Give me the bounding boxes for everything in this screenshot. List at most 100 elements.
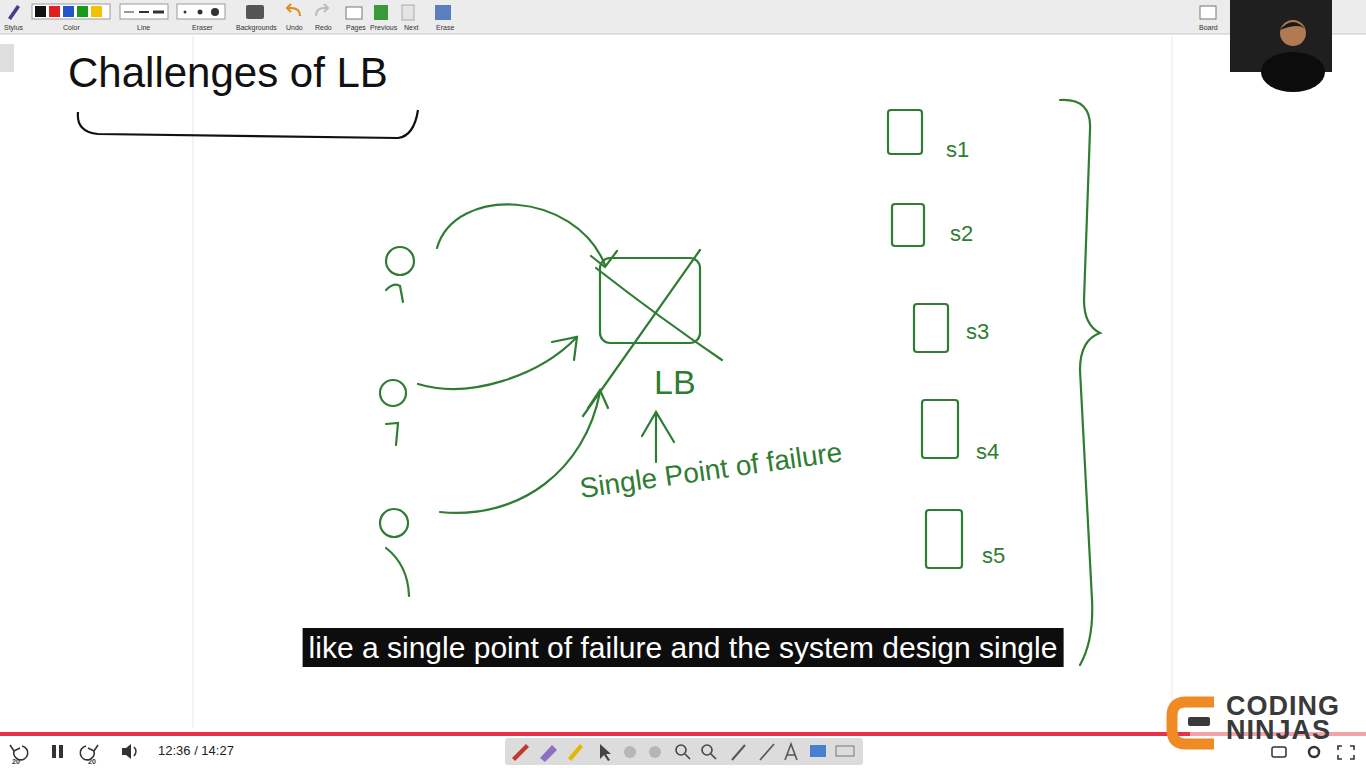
user-head bbox=[380, 509, 408, 537]
user-body bbox=[386, 423, 398, 445]
redo-icon bbox=[316, 4, 328, 16]
zoom-tool bbox=[676, 745, 686, 755]
zoom-tool bbox=[685, 754, 690, 759]
draw-toolbar bbox=[505, 738, 863, 765]
box-outline bbox=[922, 400, 958, 458]
color-swatch bbox=[63, 6, 74, 17]
progress-played bbox=[0, 732, 1190, 736]
text-tool bbox=[785, 744, 797, 760]
users-group bbox=[380, 100, 1100, 665]
cross-out-line bbox=[596, 268, 722, 360]
backgrounds-icon bbox=[246, 5, 264, 19]
server-box: s1 bbox=[884, 106, 984, 178]
server-box: s4 bbox=[916, 396, 1016, 476]
box-outline bbox=[600, 258, 700, 343]
box-outline bbox=[888, 110, 922, 154]
toolbar-label: Board bbox=[1199, 24, 1218, 32]
skip-forward-icon bbox=[80, 745, 98, 760]
server-label: s5 bbox=[982, 544, 1005, 568]
hand-tool bbox=[624, 746, 636, 758]
server-label: s3 bbox=[966, 320, 989, 344]
load-balancer-box: LB bbox=[590, 246, 725, 411]
fullscreen-icon bbox=[1338, 746, 1354, 759]
box-outline bbox=[926, 510, 962, 568]
skip-seconds: 20 bbox=[12, 758, 20, 766]
presenter-body bbox=[1261, 52, 1325, 92]
toolbar-border bbox=[0, 34, 1366, 35]
eraser-dot bbox=[211, 8, 219, 16]
pen-tool bbox=[732, 745, 745, 760]
toolbar-label: Stylus bbox=[4, 24, 23, 32]
box-outline-layer bbox=[908, 300, 1008, 372]
zoom-tool bbox=[711, 754, 716, 759]
screen-tool bbox=[810, 745, 826, 757]
eraser-box bbox=[177, 4, 225, 19]
color-swatch bbox=[77, 6, 88, 17]
logo-mark bbox=[1172, 702, 1214, 744]
toolbar-label: Redo bbox=[315, 24, 332, 32]
skip-seconds: 20 bbox=[88, 758, 96, 766]
line-sample bbox=[139, 11, 149, 13]
volume-icon bbox=[122, 744, 131, 759]
user-body bbox=[386, 548, 409, 596]
line-sample bbox=[153, 11, 164, 14]
server-label: s4 bbox=[976, 440, 999, 464]
presenter-hair bbox=[1280, 22, 1306, 30]
previous-icon bbox=[374, 5, 388, 20]
title: Challenges of LB bbox=[68, 50, 388, 96]
server-label: s1 bbox=[946, 138, 969, 162]
highlighter-tool bbox=[568, 744, 583, 761]
color-swatch bbox=[49, 6, 60, 17]
arrow-head bbox=[642, 412, 674, 442]
next-icon bbox=[402, 5, 414, 20]
toolbar-label: Color bbox=[63, 24, 80, 32]
toolbar-label: Previous bbox=[370, 24, 397, 32]
volume-wave bbox=[134, 747, 136, 756]
server-brace bbox=[1060, 100, 1100, 665]
server-box: s5 bbox=[920, 506, 1020, 581]
pen-tool bbox=[512, 744, 529, 761]
subtitle: like a single point of failure and the s… bbox=[303, 628, 1064, 667]
undo-icon bbox=[287, 4, 300, 16]
server-box: s3 bbox=[908, 300, 1008, 372]
skip-back-icon bbox=[10, 745, 28, 760]
erase-icon bbox=[435, 5, 451, 20]
annotation: Single Point of failure bbox=[578, 437, 844, 504]
zoom-tool bbox=[702, 745, 712, 755]
request-arrow bbox=[418, 338, 576, 389]
logo-text: NINJAS bbox=[1226, 716, 1331, 746]
logo-mask bbox=[1188, 717, 1210, 726]
user-body bbox=[386, 285, 403, 302]
board-icon bbox=[1200, 6, 1216, 19]
eraser-dot bbox=[184, 11, 187, 14]
captions-icon bbox=[1272, 747, 1286, 757]
server-box: s2 bbox=[888, 198, 988, 270]
toolbar-label: Eraser bbox=[192, 24, 213, 32]
box-outline bbox=[892, 204, 924, 246]
toolbar-label: Pages bbox=[346, 24, 366, 32]
keyboard-tool bbox=[836, 746, 854, 756]
line-sample bbox=[124, 12, 134, 13]
side-tab bbox=[0, 44, 14, 72]
toolbar-label: Backgrounds bbox=[236, 24, 277, 32]
request-arrow bbox=[437, 204, 605, 265]
color-swatch bbox=[91, 6, 102, 17]
title-bracket bbox=[78, 110, 418, 138]
color-swatch bbox=[35, 6, 46, 17]
time-display: 12:36 / 14:27 bbox=[158, 744, 234, 758]
toolbar-label: Line bbox=[137, 24, 150, 32]
toolbar-label: Next bbox=[404, 24, 418, 32]
presenter-head bbox=[1280, 20, 1306, 46]
settings-icon bbox=[1309, 747, 1319, 757]
request-arrow bbox=[440, 392, 600, 513]
user-head bbox=[380, 380, 406, 406]
color-box bbox=[32, 4, 110, 19]
pages-icon bbox=[346, 7, 362, 19]
toolbar-bar bbox=[0, 0, 1366, 34]
pointer-tool bbox=[600, 744, 611, 761]
line-box bbox=[120, 4, 168, 19]
leader-arrow bbox=[655, 414, 657, 462]
pause-icon bbox=[52, 745, 56, 758]
user-head bbox=[386, 247, 414, 275]
